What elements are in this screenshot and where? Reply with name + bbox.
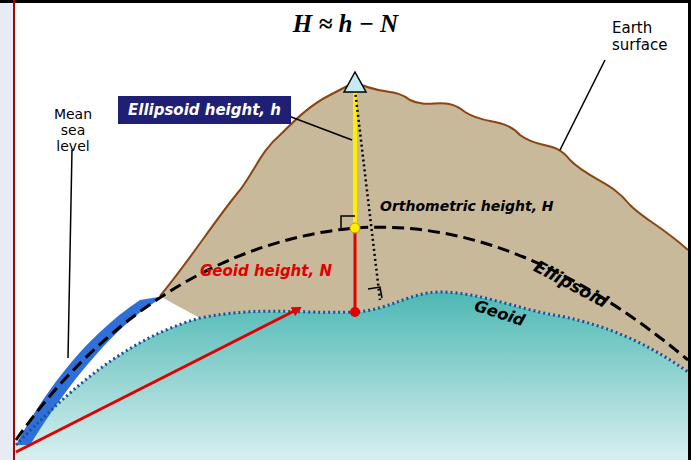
sea-level-label: Mean sea level bbox=[42, 106, 104, 154]
frame-top bbox=[0, 0, 691, 3]
ellipsoid-line bbox=[16, 227, 688, 440]
right-angle-mark bbox=[341, 216, 355, 228]
formula-title: H ≈ h − N bbox=[0, 10, 691, 38]
geoid-line bbox=[16, 292, 688, 445]
geoid-point bbox=[350, 307, 360, 317]
ellipsoid-point bbox=[350, 223, 360, 233]
leader-line bbox=[560, 60, 605, 150]
label-box: Ellipsoid height, h bbox=[118, 96, 291, 124]
height-label: Geoid height, N bbox=[200, 262, 332, 280]
surface-label: Earth surface bbox=[612, 20, 678, 55]
frame-right bbox=[688, 0, 691, 460]
height-label: Orthometric height, H bbox=[380, 198, 554, 214]
pointer-arrow bbox=[16, 308, 300, 452]
right-angle-mark bbox=[368, 287, 382, 298]
frame-left bbox=[13, 0, 15, 460]
station-triangle bbox=[344, 72, 366, 92]
leader-line bbox=[68, 150, 72, 358]
ellipsoid-height-line bbox=[353, 92, 357, 228]
land-mass bbox=[160, 82, 688, 372]
box-text: Ellipsoid height, h bbox=[128, 101, 281, 119]
geoid-height-line bbox=[354, 228, 357, 312]
side-panel bbox=[0, 0, 14, 460]
plumb-line bbox=[355, 90, 380, 300]
